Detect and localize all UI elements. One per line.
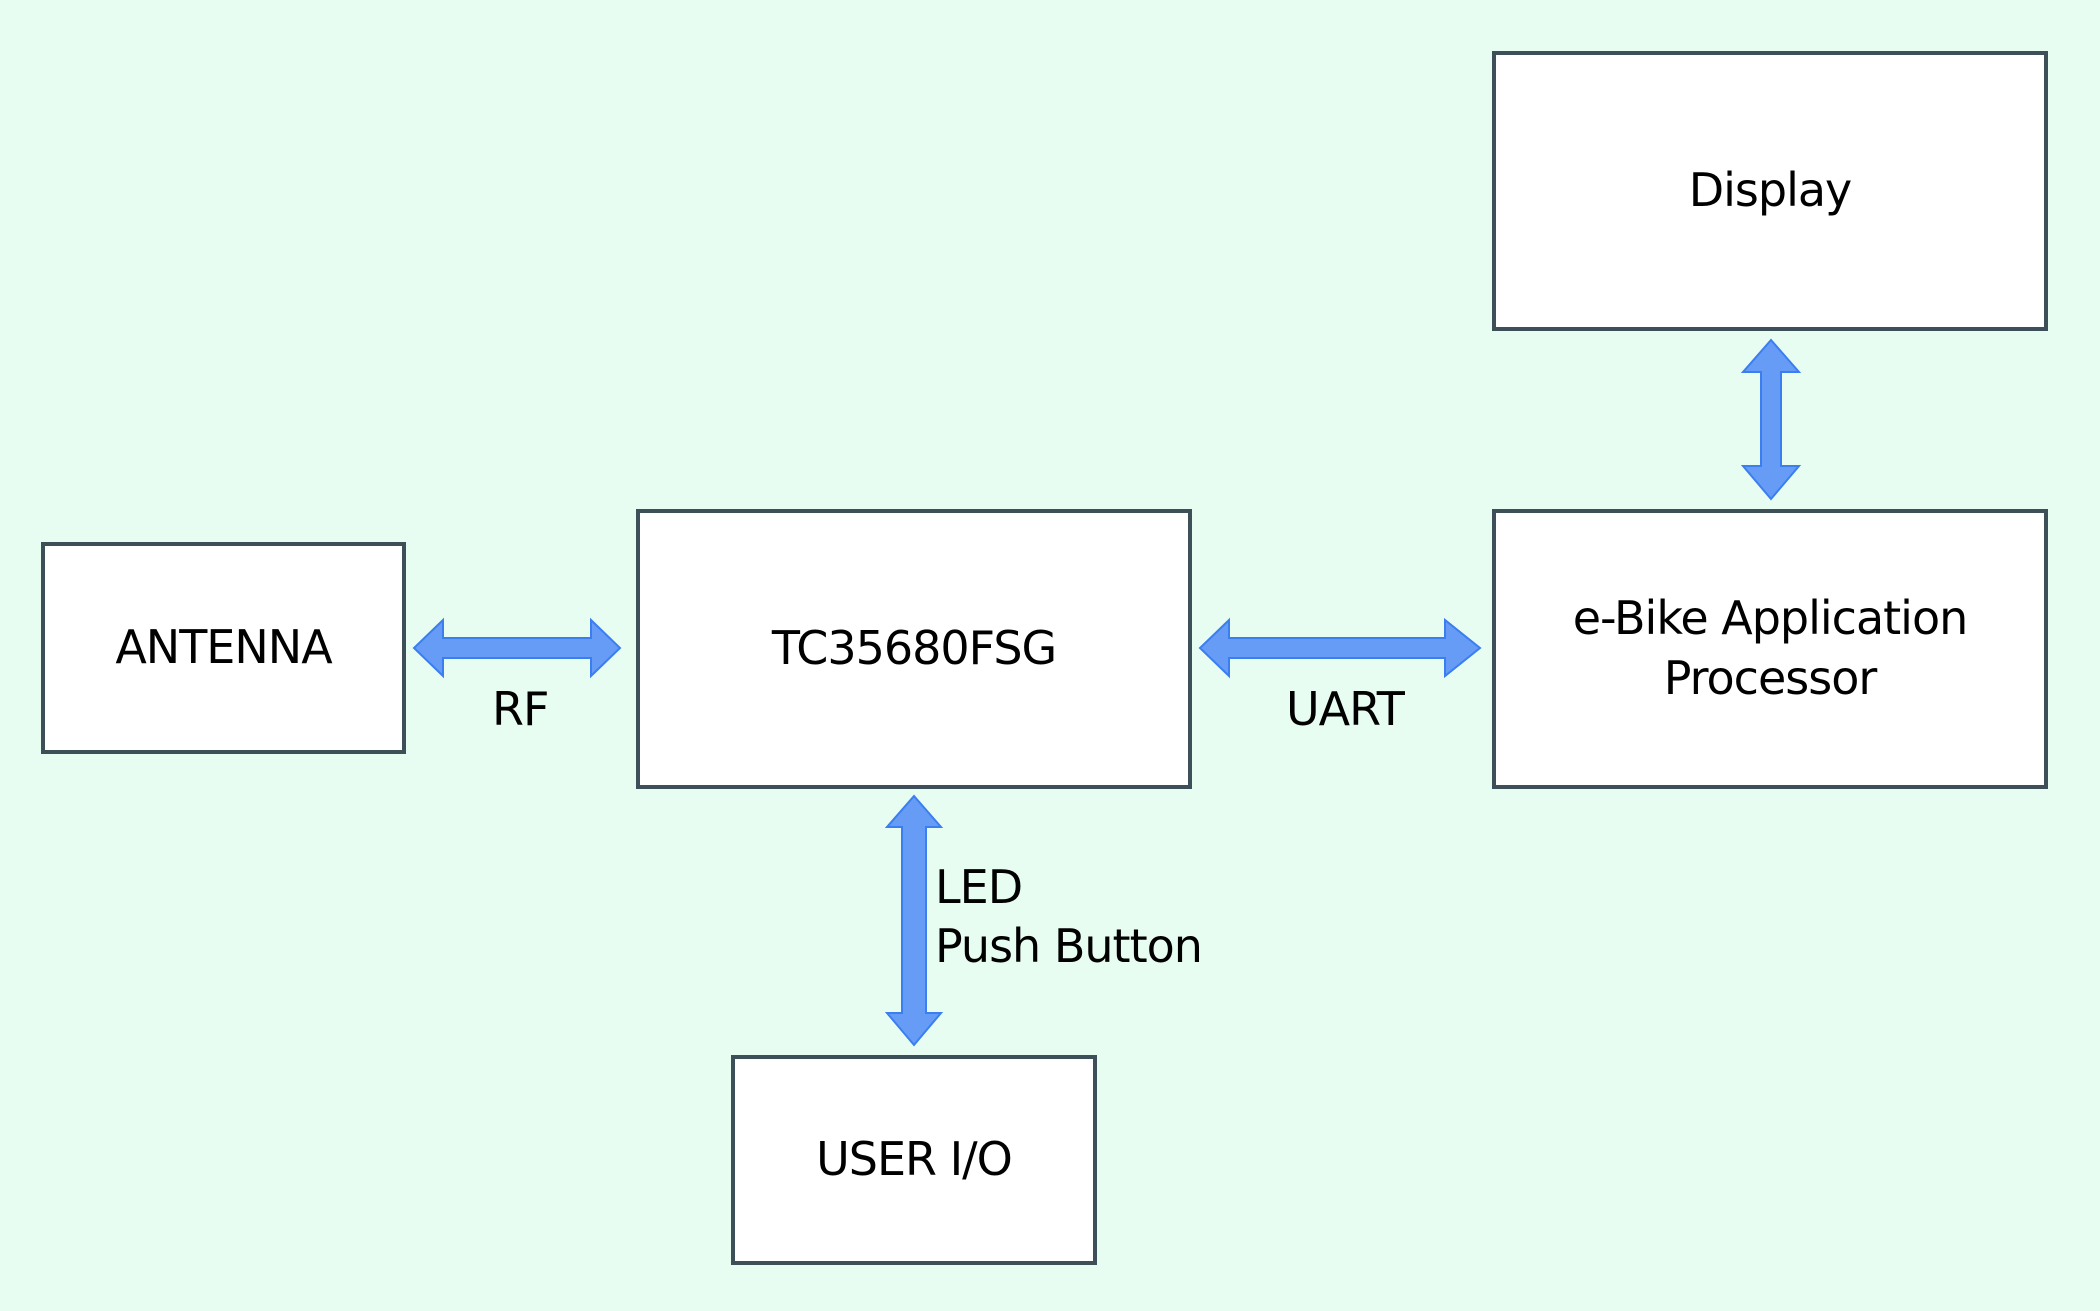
application-processor-label: e-Bike Application Processor: [1572, 589, 1969, 709]
display-block: Display: [1492, 51, 2048, 331]
user-io-label: USER I/O: [816, 1132, 1013, 1187]
antenna-label: ANTENNA: [115, 620, 332, 675]
application-processor-block: e-Bike Application Processor: [1492, 509, 2048, 789]
display-label: Display: [1688, 163, 1853, 218]
antenna-block: ANTENNA: [41, 542, 406, 754]
led-label: LED: [935, 860, 1023, 914]
uart-double-arrow-icon: [1198, 617, 1482, 679]
display-double-arrow-icon: [1740, 338, 1802, 501]
user-io-block: USER I/O: [731, 1055, 1097, 1265]
tc35680fsg-label: TC35680FSG: [771, 621, 1057, 676]
push-button-label: Push Button: [935, 918, 1203, 973]
uart-label: UART: [1286, 682, 1405, 736]
application-processor-label-line1: e-Bike Application: [1572, 591, 1969, 646]
user-io-connection-labels: LED Push Button: [935, 858, 1203, 977]
rf-double-arrow-icon: [412, 617, 622, 679]
application-processor-label-line2: Processor: [1663, 651, 1878, 705]
tc35680fsg-block: TC35680FSG: [636, 509, 1192, 789]
user-io-double-arrow-icon: [884, 794, 944, 1047]
rf-label: RF: [492, 682, 549, 736]
